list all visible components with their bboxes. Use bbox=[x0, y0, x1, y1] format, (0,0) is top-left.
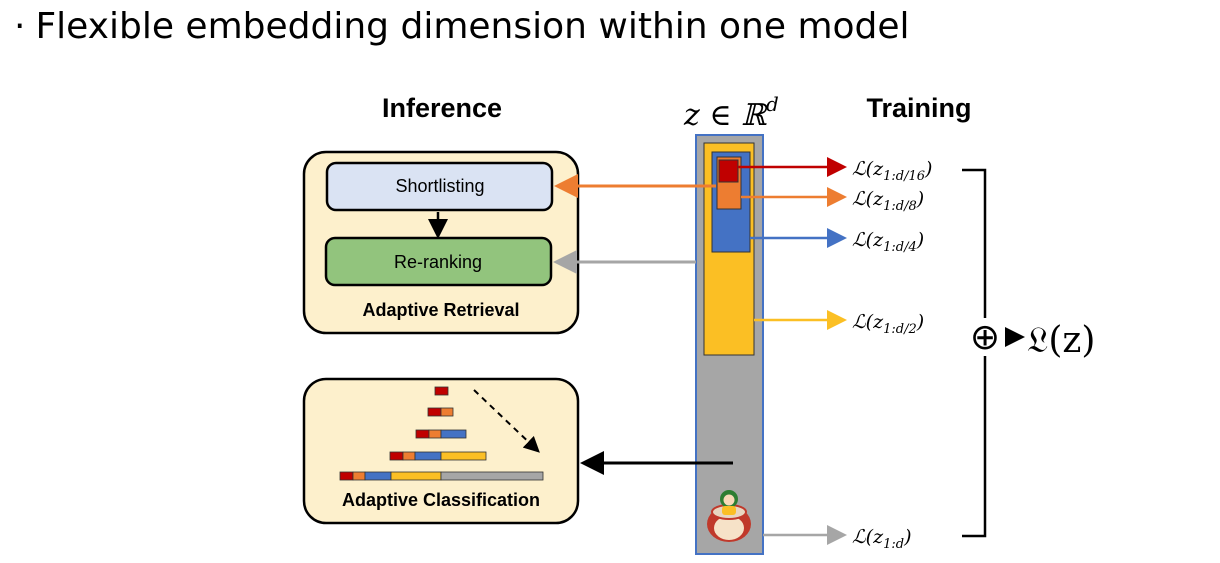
adaptive-retrieval-caption: Adaptive Retrieval bbox=[362, 300, 519, 320]
adaptive-classification-panel bbox=[302, 377, 580, 525]
total-loss-label: 𝔏(z) bbox=[1027, 320, 1095, 361]
slide-heading: ·Flexible embedding dimension within one… bbox=[14, 6, 910, 47]
loss-label-d2: ℒ(z1:d/2) bbox=[852, 311, 924, 337]
loss-label-d4: ℒ(z1:d/4) bbox=[852, 229, 924, 255]
embedding-label: z ∈ ℝd bbox=[683, 92, 779, 133]
shortlisting-box bbox=[325, 161, 554, 212]
adaptive-classification-caption: Adaptive Classification bbox=[342, 490, 540, 510]
shortlisting-label: Shortlisting bbox=[395, 176, 484, 196]
embedding-superscript: d bbox=[766, 92, 779, 116]
matryoshka-doll-icon bbox=[707, 490, 751, 542]
embedding-sixteenth-block bbox=[718, 159, 739, 183]
classification-bars bbox=[339, 386, 544, 481]
reranking-label: Re-ranking bbox=[394, 252, 482, 272]
loss-bracket bbox=[962, 168, 987, 538]
loss-label-d: ℒ(z1:d) bbox=[852, 526, 912, 552]
bullet-marker: · bbox=[14, 6, 26, 47]
sum-symbol: ⊕ bbox=[970, 316, 1000, 357]
training-title: Training bbox=[866, 93, 971, 123]
reranking-box bbox=[324, 236, 553, 287]
classification-dashed-arrow bbox=[473, 389, 540, 453]
inference-title: Inference bbox=[382, 93, 502, 123]
heading-text: Flexible embedding dimension within one … bbox=[35, 6, 910, 47]
loss-label-d16: ℒ(z1:d/16) bbox=[852, 158, 932, 184]
loss-label-d8: ℒ(z1:d/8) bbox=[852, 188, 924, 214]
